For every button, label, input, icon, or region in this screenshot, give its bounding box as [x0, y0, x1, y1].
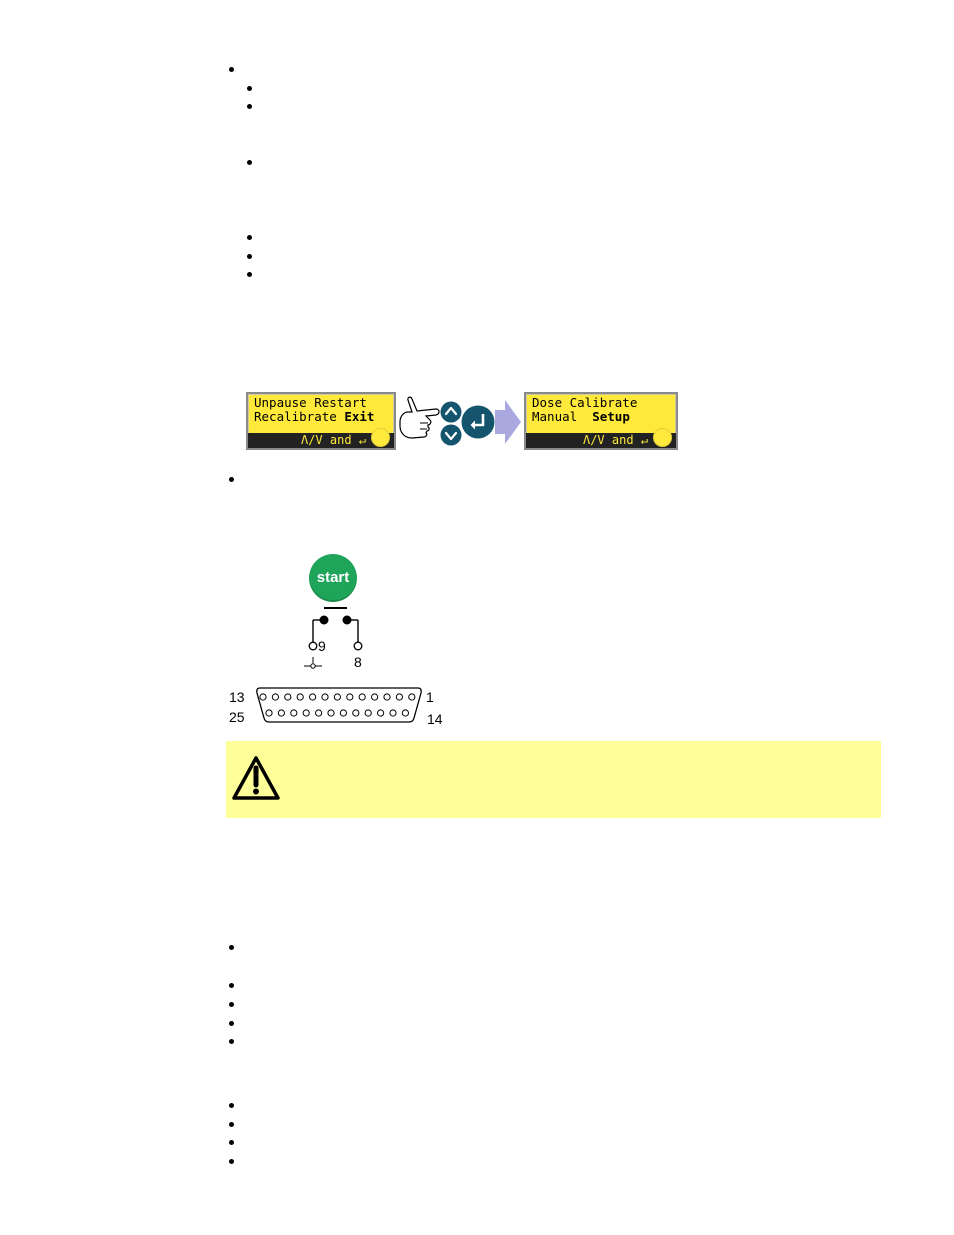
connector-pin — [339, 709, 348, 717]
connector-pin — [315, 709, 323, 717]
lcd-status-bar: Λ/V and ↵ — [526, 433, 676, 448]
connector-pin — [265, 709, 273, 717]
bullet — [247, 254, 252, 259]
connector-pin — [321, 693, 329, 701]
lcd-indicator-icon — [653, 428, 672, 447]
start-button-graphic: start — [309, 554, 357, 602]
up-arrow-key-icon — [440, 401, 462, 423]
bullet — [229, 1122, 234, 1127]
bullet — [247, 160, 252, 165]
connector-pin — [395, 693, 403, 701]
bullet — [229, 1159, 234, 1164]
warning-box — [226, 741, 881, 818]
lcd-line-2: Recalibrate Exit — [254, 409, 375, 424]
connector-pin — [377, 709, 385, 717]
pin-label-13: 13 — [229, 689, 245, 705]
enter-key-icon — [461, 405, 495, 439]
bullet — [229, 945, 234, 950]
bullet — [229, 1103, 234, 1108]
lcd-line-2: Manual Setup — [532, 409, 630, 424]
lcd-screen-before: Unpause Restart Recalibrate Exit Λ/V and… — [246, 392, 396, 450]
bullet — [247, 86, 252, 91]
connector-pin — [346, 693, 354, 701]
next-arrow-icon — [495, 400, 521, 444]
connector-pin — [259, 693, 267, 701]
connector-pin — [371, 693, 379, 701]
warning-icon — [232, 756, 280, 800]
bullet — [229, 1039, 234, 1044]
connector-pin — [327, 709, 335, 717]
connector-pin — [333, 693, 342, 701]
pin-label-25: 25 — [229, 709, 245, 725]
down-arrow-key-icon — [440, 424, 462, 446]
connector-pin — [296, 693, 304, 701]
bullet — [229, 477, 234, 482]
connector-pin — [290, 709, 298, 717]
connector-pin — [389, 709, 397, 717]
lcd-status-bar: Λ/V and ↵ — [248, 433, 394, 448]
connector-pin — [383, 693, 391, 701]
connector-pin — [352, 709, 360, 717]
connector-pin — [309, 693, 317, 701]
lcd-indicator-icon — [371, 428, 390, 447]
bullet — [247, 104, 252, 109]
bullet — [229, 67, 234, 72]
bullet — [247, 272, 252, 277]
pin-label-9: 9 — [318, 638, 326, 654]
bullet — [229, 1140, 234, 1145]
pin-label-1: 1 — [426, 689, 434, 705]
lcd-line-1: Unpause Restart — [254, 395, 367, 410]
connector-pin — [364, 709, 372, 717]
bullet — [229, 1021, 234, 1026]
connector-pin — [277, 709, 285, 717]
connector-pin — [302, 709, 310, 717]
pin-label-8: 8 — [354, 654, 362, 670]
connector-pin — [401, 709, 409, 717]
bullet — [229, 1002, 234, 1007]
bullet — [229, 983, 234, 988]
connector-pin — [408, 693, 416, 701]
switch-wiring-diagram — [304, 607, 363, 669]
hand-pointer-icon — [399, 396, 440, 439]
connector-pin — [358, 693, 366, 701]
bullet — [247, 235, 252, 240]
pin-label-14: 14 — [427, 711, 443, 727]
lcd-line-1: Dose Calibrate — [532, 395, 638, 410]
connector-pin — [271, 693, 279, 701]
connector-pin — [284, 693, 292, 701]
lcd-screen-after: Dose Calibrate Manual Setup Λ/V and ↵ — [524, 392, 678, 450]
dsub-25-connector — [256, 687, 422, 723]
